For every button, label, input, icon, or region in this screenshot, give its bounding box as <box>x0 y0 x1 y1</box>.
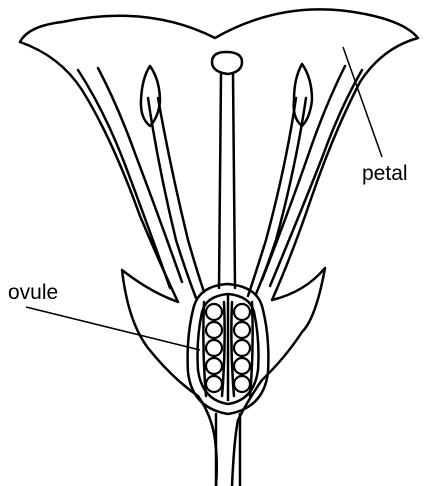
ovule-label: ovule <box>8 281 58 304</box>
style-right <box>233 74 235 288</box>
style-left <box>219 74 221 288</box>
stamen-left-filament <box>148 98 196 298</box>
stamen-right-filament-2 <box>256 98 306 294</box>
petal-inner-line-right <box>270 70 362 286</box>
stamen-right-filament <box>248 98 296 296</box>
petal-label: petal <box>362 162 408 185</box>
stigma <box>212 52 242 74</box>
ovule-leader-line <box>26 307 200 350</box>
